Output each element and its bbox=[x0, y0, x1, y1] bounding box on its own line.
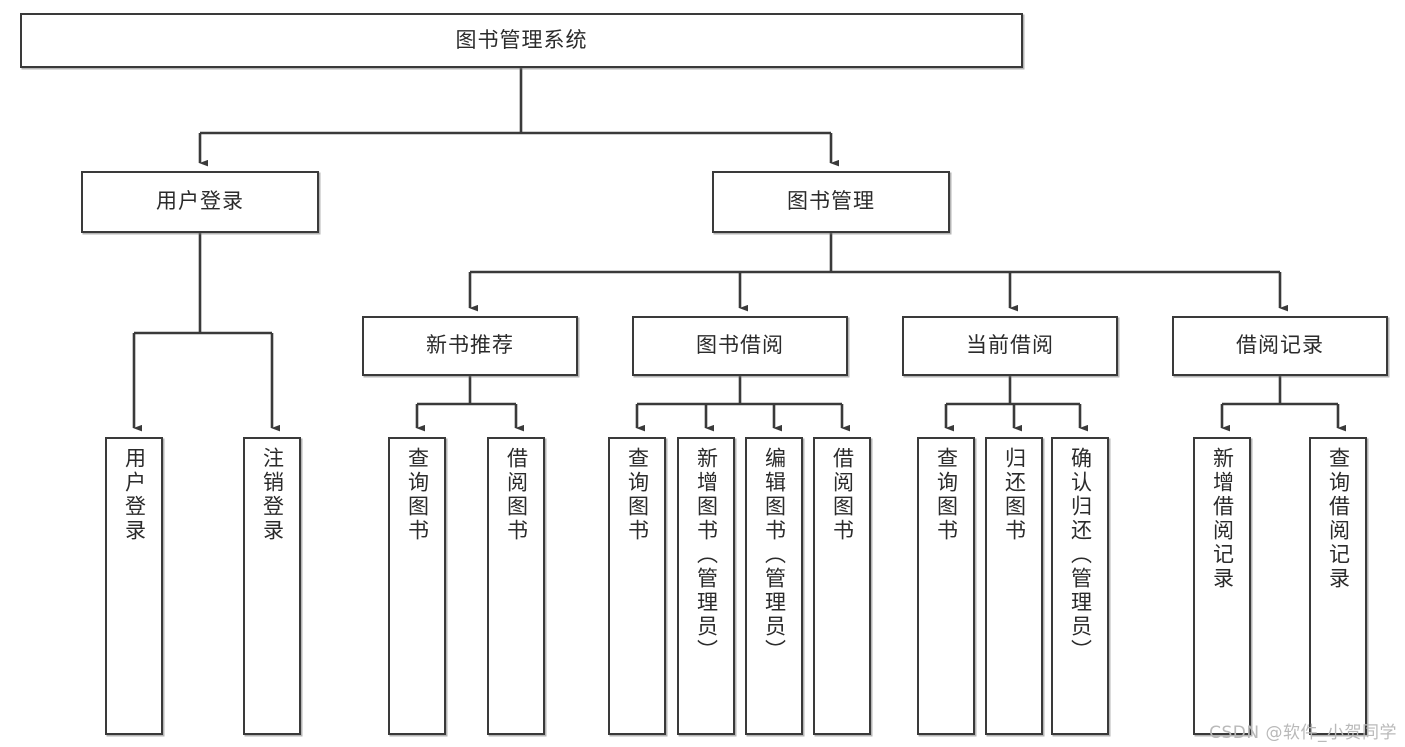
node-leaf-query-borrow-record[interactable]: 查询借阅记录 bbox=[1309, 437, 1367, 735]
watermark-text: CSDN @软件_小贺同学 bbox=[1209, 723, 1397, 743]
node-leaf-borrow-book-1-label: 借阅图书 bbox=[504, 447, 529, 543]
node-user-login-label: 用户登录 bbox=[156, 189, 244, 214]
node-leaf-add-book-label: 新增图书（管理员） bbox=[694, 447, 719, 663]
node-current-borrow-label: 当前借阅 bbox=[966, 333, 1054, 358]
node-leaf-user-login[interactable]: 用户登录 bbox=[105, 437, 163, 735]
node-new-book-recommend-label: 新书推荐 bbox=[426, 333, 514, 358]
node-leaf-query-book-3[interactable]: 查询图书 bbox=[917, 437, 975, 735]
node-book-manage-label: 图书管理 bbox=[787, 189, 875, 214]
node-leaf-add-book[interactable]: 新增图书（管理员） bbox=[677, 437, 735, 735]
node-leaf-borrow-book-2-label: 借阅图书 bbox=[830, 447, 855, 543]
node-leaf-edit-book[interactable]: 编辑图书（管理员） bbox=[745, 437, 803, 735]
node-root-label: 图书管理系统 bbox=[455, 27, 588, 52]
node-leaf-query-book-1[interactable]: 查询图书 bbox=[388, 437, 446, 735]
node-leaf-query-book-3-label: 查询图书 bbox=[934, 447, 959, 543]
node-leaf-query-borrow-record-label: 查询借阅记录 bbox=[1326, 447, 1351, 591]
node-book-borrow[interactable]: 图书借阅 bbox=[632, 316, 848, 376]
node-leaf-return-book-label: 归还图书 bbox=[1002, 447, 1027, 543]
node-leaf-borrow-book-1[interactable]: 借阅图书 bbox=[487, 437, 545, 735]
node-leaf-borrow-book-2[interactable]: 借阅图书 bbox=[813, 437, 871, 735]
node-new-book-recommend[interactable]: 新书推荐 bbox=[362, 316, 578, 376]
node-leaf-confirm-return[interactable]: 确认归还（管理员） bbox=[1051, 437, 1109, 735]
node-leaf-add-borrow-record-label: 新增借阅记录 bbox=[1210, 447, 1235, 591]
node-root[interactable]: 图书管理系统 bbox=[20, 13, 1023, 68]
node-current-borrow[interactable]: 当前借阅 bbox=[902, 316, 1118, 376]
node-leaf-query-book-1-label: 查询图书 bbox=[405, 447, 430, 543]
node-leaf-query-book-2[interactable]: 查询图书 bbox=[608, 437, 666, 735]
node-book-manage[interactable]: 图书管理 bbox=[712, 171, 950, 233]
node-borrow-record[interactable]: 借阅记录 bbox=[1172, 316, 1388, 376]
node-leaf-return-book[interactable]: 归还图书 bbox=[985, 437, 1043, 735]
node-leaf-add-borrow-record[interactable]: 新增借阅记录 bbox=[1193, 437, 1251, 735]
node-leaf-query-book-2-label: 查询图书 bbox=[625, 447, 650, 543]
node-user-login[interactable]: 用户登录 bbox=[81, 171, 319, 233]
node-leaf-logout[interactable]: 注销登录 bbox=[243, 437, 301, 735]
node-leaf-confirm-return-label: 确认归还（管理员） bbox=[1068, 447, 1093, 663]
node-borrow-record-label: 借阅记录 bbox=[1236, 333, 1324, 358]
node-leaf-edit-book-label: 编辑图书（管理员） bbox=[762, 447, 787, 663]
node-leaf-user-login-label: 用户登录 bbox=[122, 447, 147, 543]
node-book-borrow-label: 图书借阅 bbox=[696, 333, 784, 358]
node-leaf-logout-label: 注销登录 bbox=[260, 447, 285, 543]
